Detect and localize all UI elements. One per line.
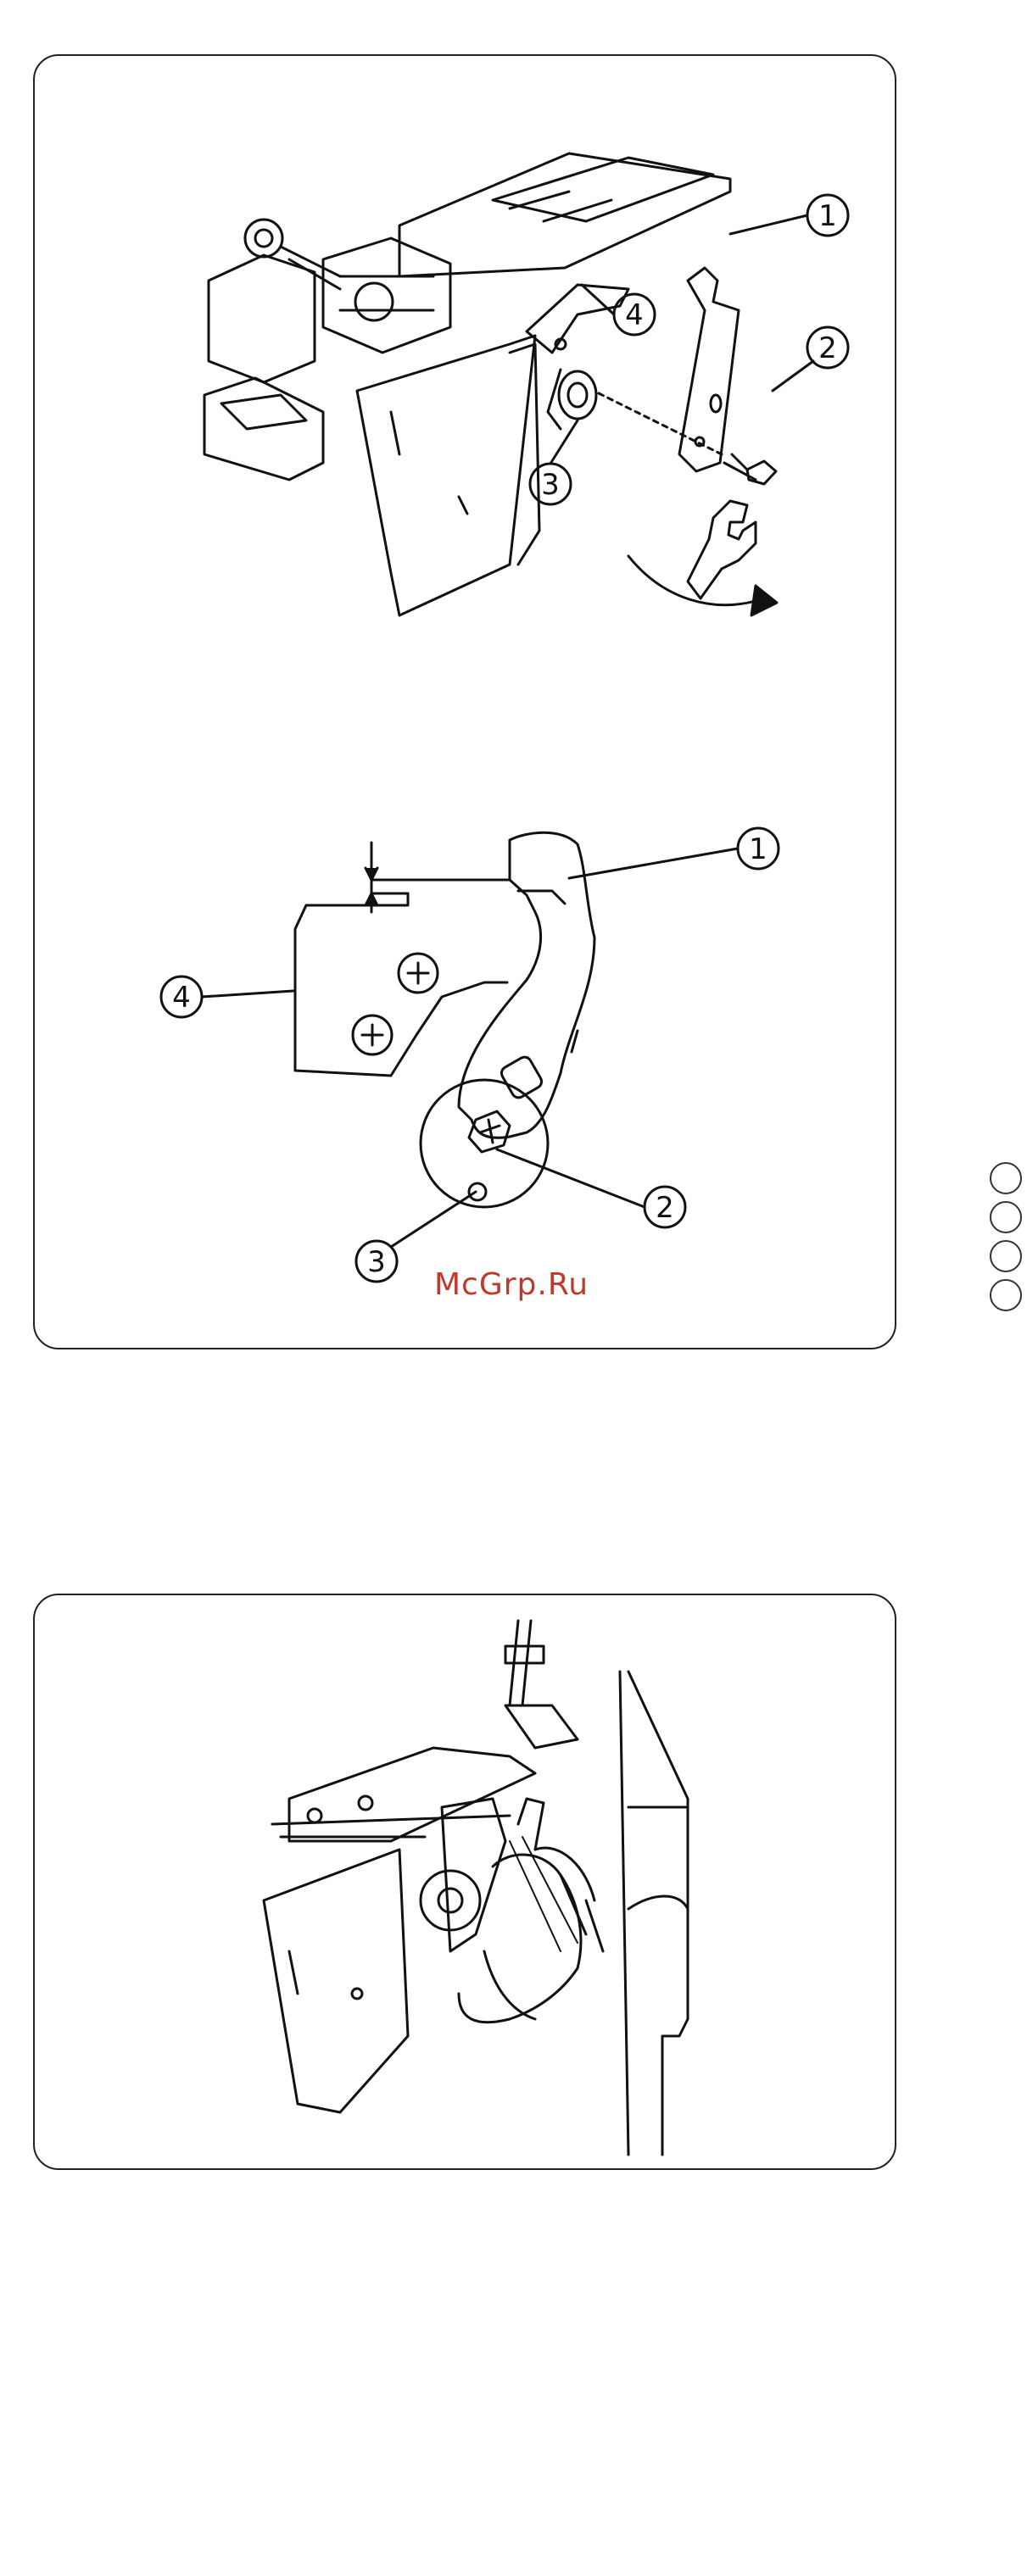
callout-1-fig2 [569, 828, 779, 878]
machine-assembly-illustration [204, 153, 777, 615]
needle-plate-assembly [289, 1748, 535, 1841]
side-circle-2 [990, 1201, 1022, 1233]
callout-2-fig1-label: 2 [818, 331, 837, 365]
figure-hand-adjusting-looper [35, 1595, 898, 2172]
side-circle-group [990, 1162, 1022, 1318]
callout-1-fig1-label: 1 [818, 199, 837, 233]
callout-4-fig1 [582, 285, 655, 335]
instruction-panel-bottom [33, 1594, 896, 2170]
watermark: McGrp.Ru [434, 1267, 589, 1302]
side-circle-3 [990, 1240, 1022, 1272]
callout-3-fig1-label: 3 [541, 468, 560, 502]
callout-4-fig1-label: 4 [625, 298, 644, 332]
instruction-panel-top: 1 2 3 4 1 2 3 4 [33, 54, 896, 1349]
figure-looper-adjustment: 1 2 3 4 1 2 3 4 [35, 56, 898, 1351]
callout-1-fig2-label: 1 [749, 832, 767, 866]
machine-body-outline [620, 1672, 628, 2155]
side-circle-1 [990, 1162, 1022, 1194]
callout-4-fig2-label: 4 [172, 981, 191, 1015]
side-circle-4 [990, 1279, 1022, 1311]
callout-2-fig2-label: 2 [656, 1191, 674, 1225]
closeup-illustration [295, 832, 594, 1207]
callout-3-fig2-label: 3 [367, 1245, 386, 1279]
